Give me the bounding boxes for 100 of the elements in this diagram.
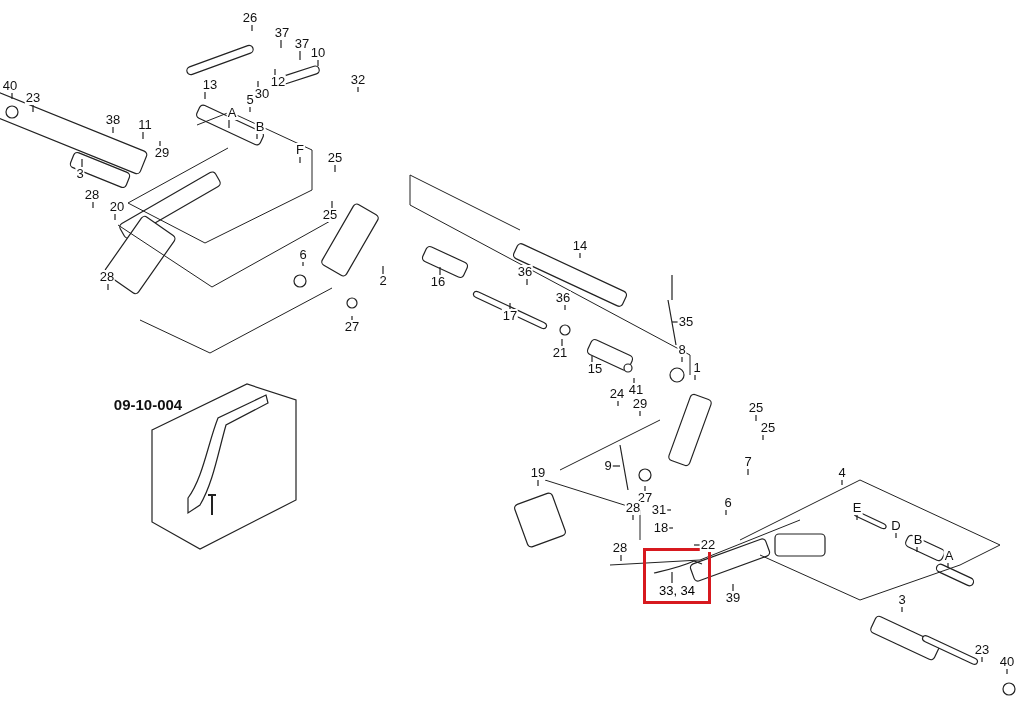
callout-number: 28 [624,501,642,515]
leader-line [644,485,646,492]
callout-number: 23 [973,643,991,657]
leader-line [579,252,581,259]
leader-line [81,158,83,168]
leader-line [617,400,619,407]
leader-line [981,656,983,663]
callout-number: 6 [723,496,733,510]
leader-line [591,355,593,363]
callout-number: D [890,519,902,533]
callout-number: 19 [529,466,547,480]
leader-line [755,414,757,422]
leader-line [357,86,359,93]
callout-number: 37 [293,37,311,51]
leader-line [612,465,621,467]
leader-line [725,509,727,516]
callout-number: 13 [201,78,219,92]
callout-number: A [943,549,955,563]
callout-number: 5 [245,93,255,107]
leader-line [317,59,319,67]
leader-line [671,321,679,323]
leader-line [107,283,109,291]
leader-line [856,514,858,521]
callout-number: 2 [378,274,388,288]
callout-number: 18 [652,521,670,535]
callout-number: 16 [429,275,447,289]
callout-number: 10 [309,46,327,60]
callout-number: 28 [83,188,101,202]
leader-line [439,266,441,276]
callout-number: 33, 34 [658,583,696,598]
leader-line [620,554,622,562]
callout-number: 40 [1,79,19,93]
leader-line [681,356,683,363]
callout-number: 25 [759,421,777,435]
leader-line [382,265,384,275]
callout-number: 39 [724,591,742,605]
callout-number: 25 [321,208,339,222]
callout-number: 9 [603,459,613,473]
callout-number: 28 [98,270,116,284]
callout-number: 24 [608,387,626,401]
callout-number: 25 [747,401,765,415]
leader-line [274,68,276,76]
callout-number: 17 [501,309,519,323]
leader-line [901,606,903,613]
callout-number: F [295,143,305,157]
leader-line [633,377,635,384]
callout-number: 15 [586,362,604,376]
leader-line [251,24,253,32]
leader-line [895,532,897,539]
callout-number: A [226,106,238,120]
callout-number: 4 [837,466,847,480]
callout-number: 12 [269,75,287,89]
callout-number: E [851,501,863,515]
callout-number: 29 [631,397,649,411]
leader-line [257,80,259,88]
part-number: 09-10-004 [112,398,184,412]
leader-line [256,133,258,140]
leader-line [564,304,566,311]
callout-number: 25 [326,151,344,165]
leader-line [302,261,304,267]
leader-line [762,434,764,441]
leader-line [916,546,918,553]
callout-number: 37 [273,26,291,40]
leader-line [694,374,696,381]
leader-line [334,164,336,173]
callout-number: 30 [253,87,271,101]
leader-line [331,200,333,209]
callout-number: 41 [627,383,645,397]
leader-line [112,126,114,134]
callout-number: 23 [24,91,42,105]
leader-line [92,201,94,209]
leader-line [249,106,251,113]
leader-line [159,140,161,147]
leader-line [639,410,641,417]
leader-line [351,315,353,321]
callout-number: 36 [554,291,572,305]
callout-number: 7 [743,455,753,469]
leader-line [299,50,301,61]
callout-number: 27 [343,320,361,334]
leader-line [142,131,144,140]
leader-line [509,302,511,310]
callout-number: 28 [611,541,629,555]
leader-line [114,213,116,221]
leader-line [666,509,672,511]
callout-number: 26 [241,11,259,25]
leader-line [299,156,301,164]
leader-line [228,119,230,129]
callout-number: 3 [897,593,907,607]
callout-number: 21 [551,346,569,360]
leader-line [537,479,539,487]
leader-line [280,39,282,49]
callout-number: 31 [650,503,668,517]
leader-line [204,91,206,100]
leader-line [693,544,701,546]
leader-line [1006,668,1008,675]
callout-number: 32 [349,73,367,87]
callout-number: 22 [699,538,717,552]
callout-number: 20 [108,200,126,214]
leader-line [632,514,634,521]
leader-line [561,338,563,347]
